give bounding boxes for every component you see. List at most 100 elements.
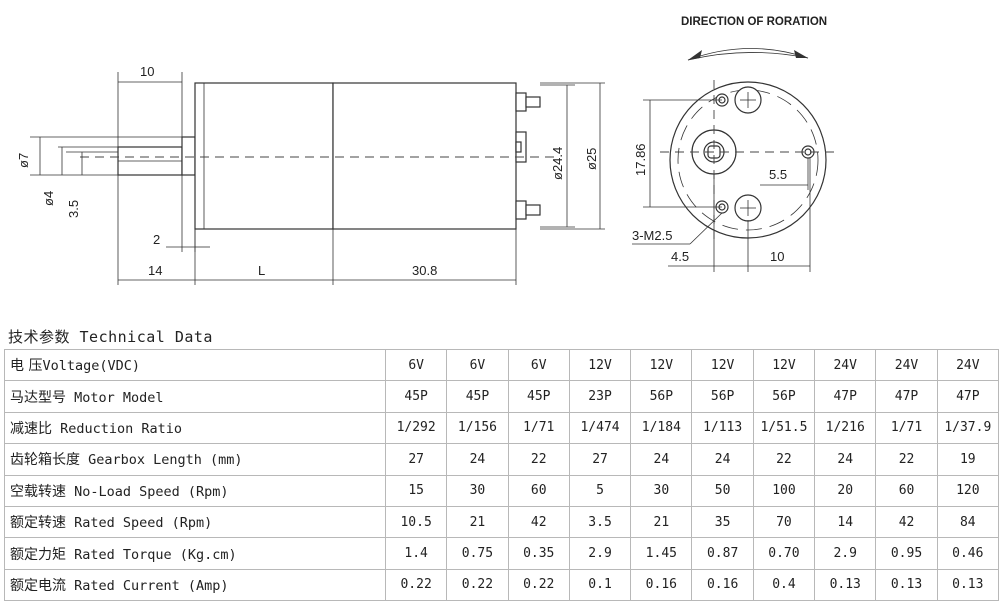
row-label-en: Reduction Ratio: [52, 420, 183, 437]
row-label: 减速比 Reduction Ratio: [4, 411, 386, 445]
end-view: DIRECTION OF RORATION 17.86: [632, 16, 840, 272]
table-cell: 2.9: [814, 537, 877, 570]
dim-gearbox-length-L: L: [258, 263, 265, 278]
table-cell: 24: [446, 443, 509, 476]
table-cell: 14: [814, 505, 877, 539]
row-label-cn: 电 压: [10, 358, 43, 375]
shaft-boss: [181, 136, 196, 176]
row-label-cn: 齿轮箱长度: [10, 452, 80, 469]
table-cell: 45P: [507, 380, 570, 413]
table-cell: 1/71: [507, 411, 570, 445]
table-cell: 1/216: [814, 411, 877, 445]
dim-gearbox-diameter: ø25: [584, 148, 599, 170]
dim-motor-length: 30.8: [412, 263, 437, 278]
table-cell: 1.4: [384, 537, 448, 570]
table-cell: 0.46: [936, 537, 999, 570]
table-cell: 50: [691, 474, 754, 507]
table-cell: 47P: [814, 380, 877, 413]
table-cell: 0.70: [752, 537, 816, 570]
table-cell: 15: [384, 474, 448, 507]
table-cell: 0.13: [875, 568, 938, 602]
table-cell: 70: [752, 505, 816, 539]
row-label: 额定力矩 Rated Torque (Kg.cm): [4, 537, 386, 570]
row-label-en: Rated Current (Amp): [66, 577, 229, 594]
dim-front-length: 14: [148, 263, 162, 278]
table-cell: 1/37.9: [936, 411, 999, 445]
table-cell: 5: [568, 474, 632, 507]
table-cell: 24: [630, 443, 693, 476]
dim-shaft-length: 10: [140, 64, 154, 79]
table-cell: 0.4: [752, 568, 816, 602]
table-cell: 12V: [752, 348, 816, 382]
table-cell: 3.5: [568, 505, 632, 539]
dim-hole-spacing: 17.86: [633, 143, 648, 176]
row-label: 电 压Voltage(VDC): [4, 348, 386, 382]
row-label: 齿轮箱长度 Gearbox Length (mm): [4, 443, 386, 476]
table-cell: 1/51.5: [752, 411, 816, 445]
table-cell: 42: [875, 505, 938, 539]
dim-hole-offset: 5.5: [769, 167, 787, 182]
dim-motor-diameter: ø24.4: [550, 147, 565, 180]
table-cell: 0.16: [630, 568, 693, 602]
table-cell: 2.9: [568, 537, 632, 570]
table-cell: 1/292: [384, 411, 448, 445]
table-cell: 56P: [630, 380, 693, 413]
dim-shaft-flat: 3.5: [66, 200, 81, 218]
table-cell: 6V: [384, 348, 448, 382]
table-cell: 30: [630, 474, 693, 507]
row-label-en: Rated Torque (Kg.cm): [66, 546, 237, 563]
table-cell: 6V: [507, 348, 570, 382]
table-cell: 1/184: [630, 411, 693, 445]
dim-boss-height: 2: [153, 232, 160, 247]
table-cell: 0.1: [568, 568, 632, 602]
row-label-en: Voltage(VDC): [42, 358, 140, 375]
table-cell: 12V: [630, 348, 693, 382]
table-cell: 0.22: [446, 568, 509, 602]
table-cell: 45P: [384, 380, 448, 413]
table-cell: 19: [936, 443, 999, 476]
table-cell: 22: [875, 443, 938, 476]
table-cell: 0.13: [936, 568, 999, 602]
row-label: 空载转速 No-Load Speed (Rpm): [4, 474, 386, 507]
motor-body: [332, 82, 517, 230]
side-view: 10 ø7 ø4 3.5 2 14 L 30.8 ø24.4: [16, 64, 605, 285]
row-label-cn: 马达型号: [10, 389, 66, 406]
table-cell: 1.45: [630, 537, 693, 570]
table-cell: 1/113: [691, 411, 754, 445]
table-cell: 22: [507, 443, 570, 476]
dim-thread-spec: 3-M2.5: [632, 228, 672, 243]
row-label-en: Rated Speed (Rpm): [66, 515, 213, 532]
row-label-en: Gearbox Length (mm): [80, 452, 243, 469]
dim-boss-diameter: ø7: [16, 153, 31, 168]
table-cell: 1/474: [568, 411, 632, 445]
table-cell: 47P: [936, 380, 999, 413]
row-label: 额定转速 Rated Speed (Rpm): [4, 505, 386, 539]
table-cell: 21: [446, 505, 509, 539]
table-cell: 0.95: [875, 537, 938, 570]
table-cell: 47P: [875, 380, 938, 413]
terminal-bottom: [515, 200, 527, 220]
table-cell: 100: [752, 474, 816, 507]
table-cell: 1/71: [875, 411, 938, 445]
dim-shaft-diameter: ø4: [41, 191, 56, 206]
table-cell: 0.16: [691, 568, 754, 602]
table-cell: 35: [691, 505, 754, 539]
dim-center-to-hole: 10: [770, 249, 784, 264]
table-cell: 60: [875, 474, 938, 507]
table-cell: 21: [630, 505, 693, 539]
direction-of-rotation-label: DIRECTION OF RORATION: [681, 16, 827, 28]
table-cell: 0.22: [384, 568, 448, 602]
table-cell: 20: [814, 474, 877, 507]
technical-data-title: 技术参数 Technical Data: [8, 328, 213, 346]
row-label-cn: 空载转速: [10, 483, 66, 500]
table-cell: 0.22: [507, 568, 570, 602]
